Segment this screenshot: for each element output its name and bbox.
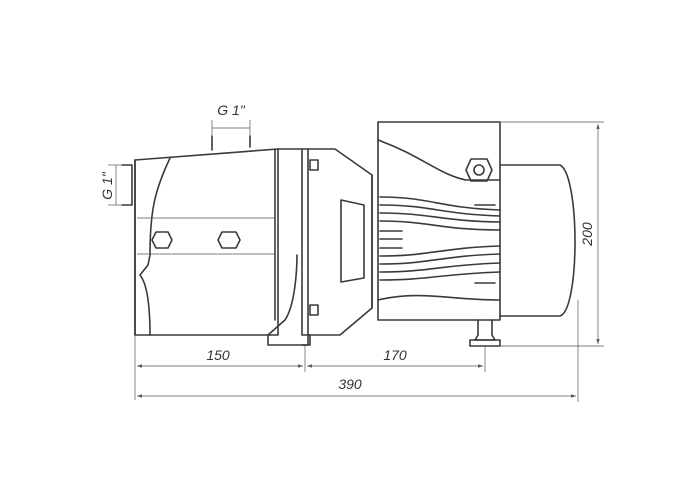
hex-bolt-left: [151, 231, 173, 249]
pump-head: [134, 148, 279, 336]
pump-head-length-label: 150: [206, 347, 230, 363]
inlet-thread-label: G 1": [99, 171, 115, 200]
motor-foot: [469, 319, 501, 347]
hex-bolt-right: [217, 231, 241, 249]
motor-body: [371, 121, 501, 321]
dimension-overall-length: 390: [137, 300, 579, 402]
overall-height-label: 200: [579, 222, 595, 247]
overall-length-label: 390: [338, 376, 362, 392]
dimension-outlet-thread: G 1": [211, 102, 251, 136]
cable-gland-hole: [473, 164, 485, 176]
pump-bracket: [267, 148, 373, 346]
fan-cover: [499, 164, 576, 317]
dimension-inlet-thread: G 1": [99, 164, 122, 206]
cable-gland-hex: [465, 158, 493, 182]
motor-length-label: 170: [383, 347, 407, 363]
threaded-ports: [121, 135, 251, 206]
dimension-overall-height: 200: [500, 121, 604, 347]
outlet-thread-label: G 1": [217, 102, 246, 118]
dimension-partial-lengths: 150 170: [134, 335, 486, 400]
